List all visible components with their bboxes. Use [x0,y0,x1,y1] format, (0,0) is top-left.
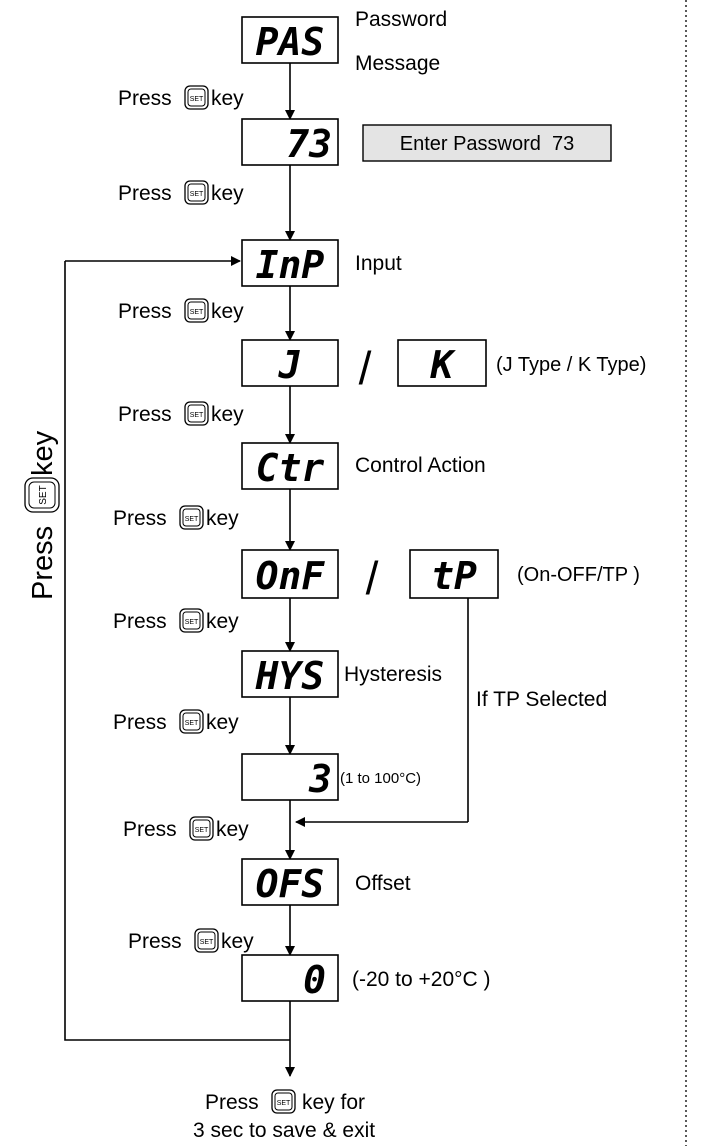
press-set-key-instruction: Press SET key [113,709,239,734]
if-tp-selected-label: If TP Selected [476,688,607,711]
press-set-key-instruction: Press SET key [118,401,244,426]
hysteresis-label: Hysteresis [344,663,442,686]
input-label: Input [355,252,402,275]
exit-instruction: Press SET key for 3 sec to save & exit [193,1089,375,1142]
svg-text:SET: SET [190,309,204,316]
set-key-icon: SET [189,816,214,841]
svg-text:Press: Press [118,300,172,323]
press-set-key-instruction: Press SET key [128,928,254,953]
control-type-label: (On-OFF/TP ) [517,564,640,586]
svg-text:Press: Press [128,930,182,953]
svg-text:key: key [221,930,254,953]
press-set-key-instruction: Press SET key [123,816,249,841]
svg-text:SET: SET [190,191,204,198]
svg-text:Press: Press [123,818,177,841]
display-ctr: Ctr [241,442,339,490]
svg-text:Press: Press [205,1091,259,1114]
svg-text:SET: SET [185,720,199,727]
display-j: J [241,339,339,387]
svg-text:key: key [216,818,249,841]
set-key-icon: SET [271,1089,296,1114]
display-0: 0 [241,954,339,1002]
svg-text:SET: SET [190,412,204,419]
svg-text:SET: SET [200,939,214,946]
set-key-icon: SET [184,401,209,426]
svg-text:Press: Press [113,711,167,734]
svg-text:key: key [206,711,239,734]
svg-text:key: key [211,403,244,426]
press-set-key-instruction: Press SET key [113,608,239,633]
press-set-key-instruction: Press SET key [113,505,239,530]
set-key-icon: SET [184,298,209,323]
display-pas: PAS [241,16,339,64]
set-key-icon: SET [179,505,204,530]
password-label: Password [355,8,447,31]
display-text: K [430,343,457,387]
svg-text:SET: SET [185,516,199,523]
enter-password-text: Enter Password 73 [400,133,575,155]
display-ofs: OFS [241,858,339,906]
hysteresis-range-label: (1 to 100°C) [340,770,421,787]
svg-text:Press: Press [118,182,172,205]
display-text: 73 [286,122,332,166]
loop-press-set-key-label: Press SET key [24,430,60,600]
set-key-icon: SET [184,85,209,110]
display-3: 3 [241,753,339,801]
svg-text:3 sec to save & exit: 3 sec to save & exit [193,1119,375,1142]
svg-text:Press: Press [27,526,59,600]
enter-password-note: Enter Password 73 [362,124,612,162]
press-set-key-instruction: Press SET key [118,180,244,205]
set-key-icon: SET [24,477,60,513]
press-set-key-instruction: Press SET key [118,85,244,110]
svg-text:key: key [27,430,59,476]
display-text: Ctr [256,446,325,490]
display-text: HYS [255,654,325,698]
set-key-icon: SET [179,709,204,734]
svg-text:Press: Press [113,507,167,530]
offset-range-label: (-20 to +20°C ) [352,968,491,991]
svg-text:SET: SET [185,619,199,626]
offset-label: Offset [355,872,411,895]
set-key-icon: SET [194,928,219,953]
option-separator: / [366,552,379,604]
display-tp: tP [409,549,499,599]
svg-text:SET: SET [38,485,49,504]
press-set-key-instruction: Press SET key [118,298,244,323]
display-text: tP [431,554,477,598]
display-inp: InP [241,239,339,287]
svg-text:key: key [211,87,244,110]
svg-text:key: key [211,300,244,323]
svg-text:key for: key for [302,1091,365,1114]
svg-text:Press: Press [118,403,172,426]
option-separator: / [359,342,372,394]
display-text: OFS [256,862,325,906]
display-73: 73 [241,118,339,166]
svg-text:SET: SET [195,827,209,834]
svg-text:Press: Press [113,610,167,633]
input-type-label: (J Type / K Type) [496,354,646,376]
display-onf: OnF [241,549,339,599]
control-action-label: Control Action [355,454,486,477]
display-text: InP [256,243,325,287]
svg-text:key: key [211,182,244,205]
display-text: J [278,343,302,387]
svg-text:Press: Press [118,87,172,110]
svg-text:key: key [206,610,239,633]
display-hys: HYS [241,650,339,698]
set-key-icon: SET [179,608,204,633]
svg-text:SET: SET [277,1100,291,1107]
set-key-icon: SET [184,180,209,205]
svg-text:key: key [206,507,239,530]
loop-back-line [64,261,290,1041]
display-text: PAS [256,20,325,64]
message-label: Message [355,52,440,75]
display-k: K [397,339,487,387]
svg-text:SET: SET [190,96,204,103]
display-text: OnF [256,554,326,598]
display-text: 0 [303,958,326,1002]
display-text: 3 [308,757,332,801]
